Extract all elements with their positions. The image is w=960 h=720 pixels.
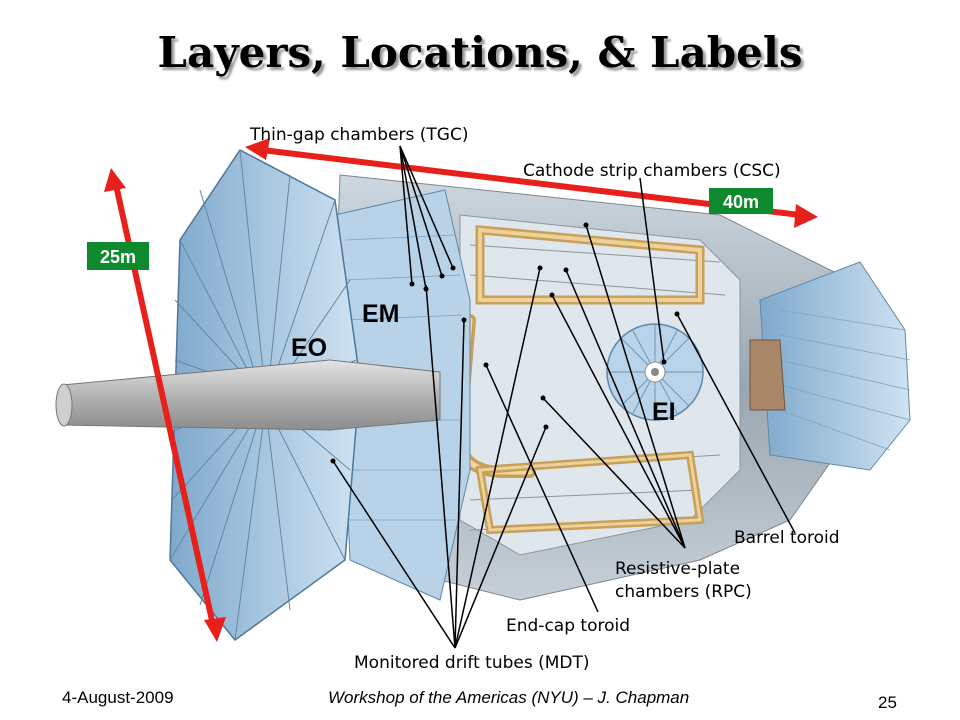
footer-workshop: Workshop of the Americas (NYU) – J. Chap… (328, 688, 690, 707)
barrel-toroid-label: Barrel toroid (734, 528, 840, 548)
length-badge: 40m (709, 188, 773, 214)
rpc-label-line2: chambers (RPC) (615, 582, 752, 602)
footer-date: 4-August-2009 (62, 688, 174, 707)
em-label: EM (362, 300, 400, 328)
mdt-label: Monitored drift tubes (MDT) (354, 653, 590, 673)
ei-label: EI (652, 398, 676, 426)
barrel-toroid-coils (453, 225, 705, 535)
height-badge: 25m (87, 242, 149, 270)
beam-pipe (55, 359, 441, 431)
slide-title: Layers, Locations, & Labels (157, 28, 803, 77)
tgc-label: Thin-gap chambers (TGC) (249, 125, 469, 145)
eo-label: EO (291, 334, 327, 362)
rpc-label-line1: Resistive-plate (615, 559, 740, 579)
leader-lines (332, 145, 796, 649)
page-number: 25 (878, 693, 897, 712)
right-endcap-wheel (749, 261, 911, 471)
leader-dots (330, 222, 680, 464)
csc-label: Cathode strip chambers (CSC) (523, 161, 781, 181)
endcap-toroid-label: End-cap toroid (506, 616, 630, 636)
length-label: 40m (723, 192, 759, 212)
height-label: 25m (100, 247, 136, 267)
inner-wheel (606, 323, 704, 421)
